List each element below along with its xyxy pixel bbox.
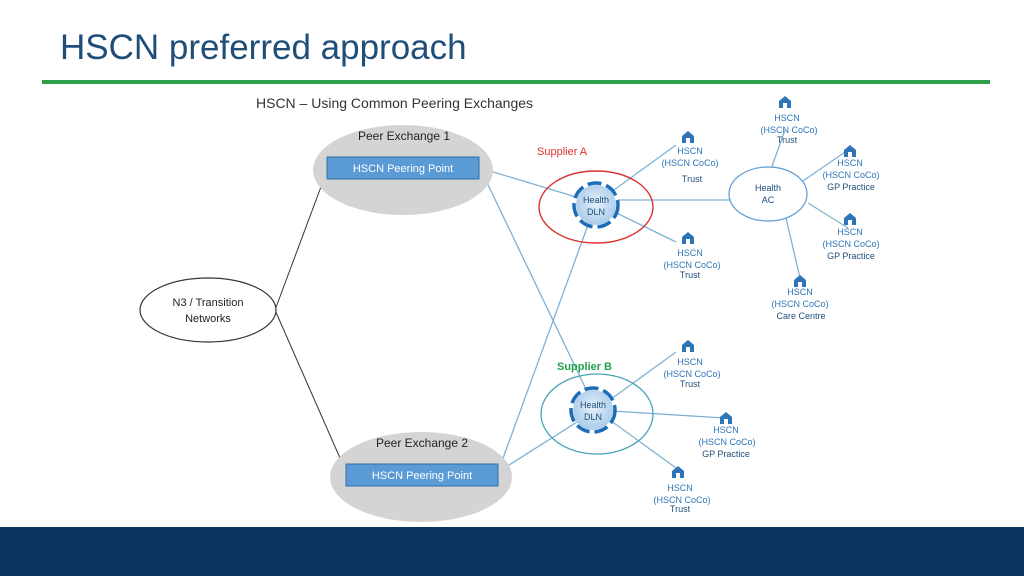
health-ac-node bbox=[728, 166, 808, 222]
footer-bar bbox=[0, 527, 1024, 576]
supplier-a-label: Supplier A bbox=[537, 146, 588, 158]
endpoint-b-trust-2-l2: (HSCN CoCo) bbox=[653, 495, 710, 505]
peering-point-box-2 bbox=[345, 463, 499, 487]
endpoint-b-trust-1: HSCN (HSCN CoCo) Trust bbox=[663, 340, 721, 389]
endpoint-ac-gp-1-l1: HSCN bbox=[837, 158, 863, 168]
house-icon bbox=[682, 131, 694, 143]
supplier-a-hub-ring bbox=[572, 181, 620, 229]
peer-exchange-2-label: Peer Exchange 2 bbox=[376, 436, 468, 450]
endpoint-b-trust-1-l2: (HSCN CoCo) bbox=[663, 369, 720, 379]
endpoint-a-trust-2-l2: (HSCN CoCo) bbox=[663, 260, 720, 270]
endpoint-b-gp-l3: GP Practice bbox=[702, 449, 750, 459]
house-icon bbox=[672, 466, 684, 478]
endpoint-b-trust-2-l3: Trust bbox=[670, 504, 691, 514]
house-icon bbox=[794, 275, 806, 287]
endpoint-a-trust-1-l1: HSCN bbox=[677, 146, 703, 156]
endpoint-b-gp-l2: (HSCN CoCo) bbox=[698, 437, 755, 447]
supplier-b-hub bbox=[573, 390, 613, 430]
endpoint-b-gp-l1: HSCN bbox=[713, 425, 739, 435]
endpoint-a-trust-2-l1: HSCN bbox=[677, 248, 703, 258]
house-icon bbox=[720, 412, 732, 424]
peer-exchange-1-label: Peer Exchange 1 bbox=[358, 129, 450, 143]
house-icon bbox=[779, 96, 791, 108]
n3-links bbox=[274, 167, 348, 475]
health-ac-line2: AC bbox=[762, 195, 775, 205]
supplier-a-hub-line1: Health bbox=[583, 195, 609, 205]
diagram-heading: HSCN – Using Common Peering Exchanges bbox=[256, 95, 533, 111]
endpoint-ac-care-centre: HSCN (HSCN CoCo) Care Centre bbox=[771, 275, 829, 321]
peering-point-box-1 bbox=[326, 156, 480, 180]
house-icon bbox=[682, 340, 694, 352]
endpoint-b-trust-1-l1: HSCN bbox=[677, 357, 703, 367]
slide-title: HSCN preferred approach bbox=[60, 28, 467, 67]
title-divider bbox=[42, 80, 990, 84]
endpoint-ac-care-l1: HSCN bbox=[787, 287, 813, 297]
peering-point-label-2: HSCN Peering Point bbox=[372, 470, 472, 482]
endpoint-ac-gp-1: HSCN (HSCN CoCo) GP Practice bbox=[822, 145, 880, 192]
endpoint-b-trust-2: HSCN (HSCN CoCo) Trust bbox=[653, 466, 711, 514]
endpoint-ac-gp-1-l3: GP Practice bbox=[827, 182, 875, 192]
supplier-a-hub bbox=[576, 185, 616, 225]
endpoint-ac-gp-2-l3: GP Practice bbox=[827, 251, 875, 261]
peering-point-label-1: HSCN Peering Point bbox=[353, 163, 453, 175]
supplier-b-label: Supplier B bbox=[557, 361, 612, 373]
endpoint-a-trust-1: HSCN (HSCN CoCo) Trust bbox=[661, 131, 719, 184]
n3-label-line1: N3 / Transition bbox=[173, 297, 244, 309]
house-icon bbox=[844, 145, 856, 157]
endpoint-b-trust-1-l3: Trust bbox=[680, 379, 701, 389]
endpoint-a-trust-1-l3: Trust bbox=[682, 174, 703, 184]
supplier-b-hub-line2: DLN bbox=[584, 412, 602, 422]
supplier-b-ring bbox=[540, 373, 654, 455]
endpoint-ac-trust-l1: HSCN bbox=[774, 113, 800, 123]
supplier-b-hub-line1: Health bbox=[580, 400, 606, 410]
endpoint-ac-trust-l2: (HSCN CoCo) bbox=[760, 125, 817, 135]
endpoint-ac-gp-2-l2: (HSCN CoCo) bbox=[822, 239, 879, 249]
house-icon bbox=[844, 213, 856, 225]
endpoint-a-trust-2: HSCN (HSCN CoCo) Trust bbox=[663, 232, 721, 280]
endpoint-ac-trust: HSCN (HSCN CoCo) Trust bbox=[760, 96, 818, 145]
endpoint-a-trust-2-l3: Trust bbox=[680, 270, 701, 280]
endpoint-ac-gp-2-l1: HSCN bbox=[837, 227, 863, 237]
supplier-a-hub-line2: DLN bbox=[587, 207, 605, 217]
supplier-b-hub-ring bbox=[569, 386, 617, 434]
n3-transition-networks bbox=[139, 277, 277, 343]
endpoint-ac-trust-l3: Trust bbox=[777, 135, 798, 145]
endpoint-b-trust-2-l1: HSCN bbox=[667, 483, 693, 493]
endpoint-b-gp: HSCN (HSCN CoCo) GP Practice bbox=[698, 412, 756, 459]
endpoint-ac-gp-2: HSCN (HSCN CoCo) GP Practice bbox=[822, 213, 880, 261]
endpoint-ac-care-l2: (HSCN CoCo) bbox=[771, 299, 828, 309]
house-icon bbox=[682, 232, 694, 244]
endpoint-a-trust-1-l2: (HSCN CoCo) bbox=[661, 158, 718, 168]
endpoint-ac-gp-1-l2: (HSCN CoCo) bbox=[822, 170, 879, 180]
n3-label-line2: Networks bbox=[185, 313, 231, 325]
supplier-a-ring bbox=[538, 170, 654, 244]
endpoint-ac-care-l3: Care Centre bbox=[776, 311, 825, 321]
health-ac-line1: Health bbox=[755, 183, 781, 193]
